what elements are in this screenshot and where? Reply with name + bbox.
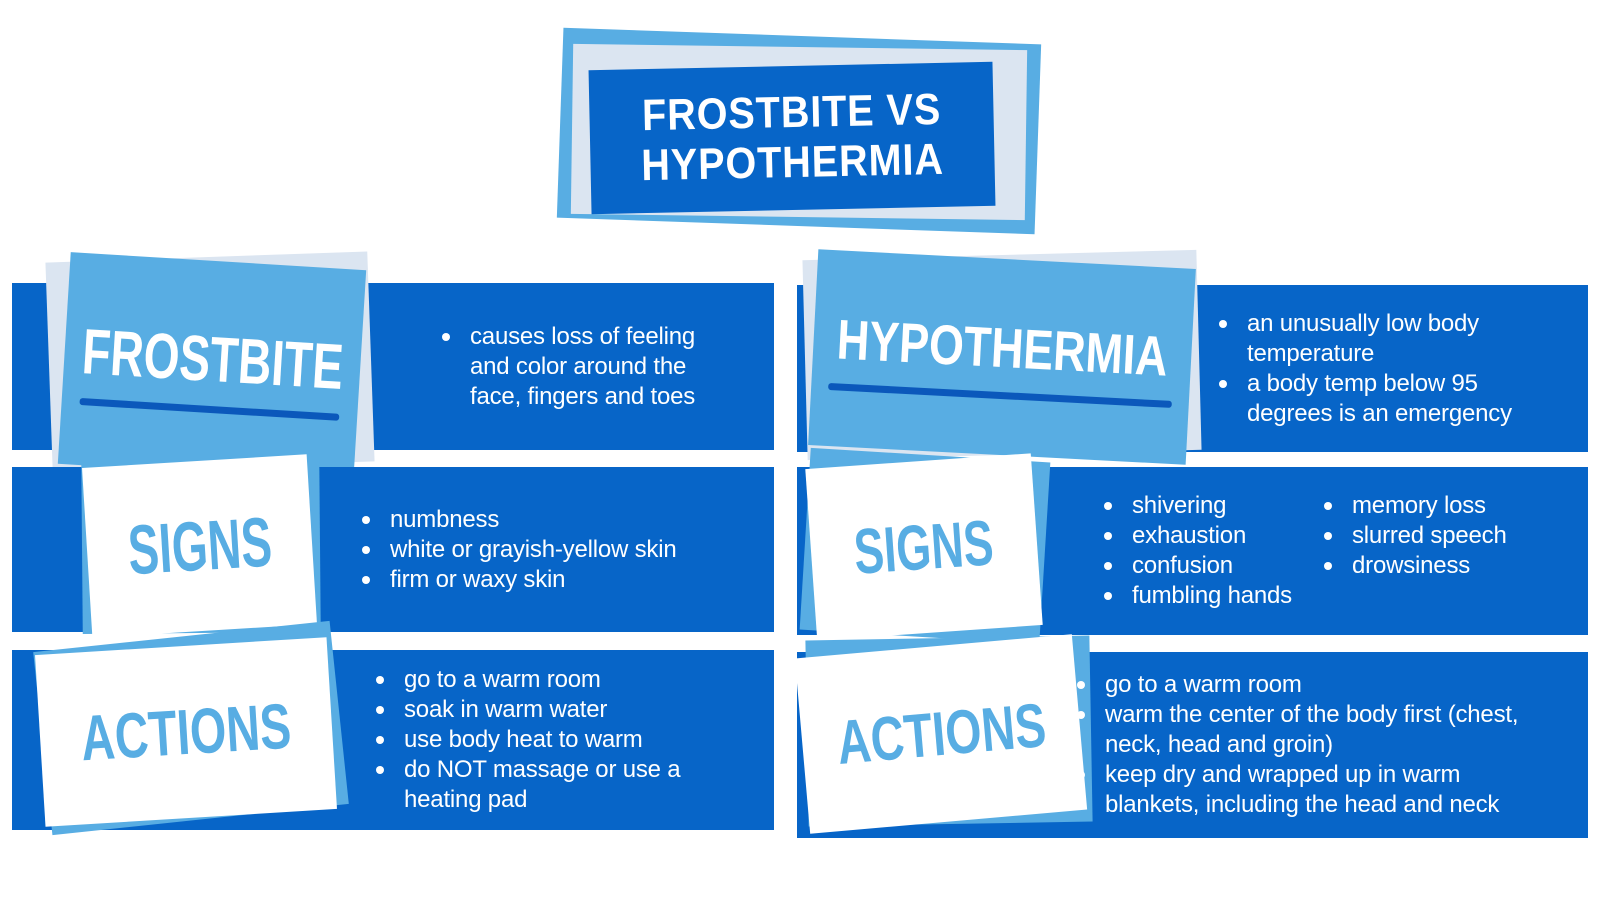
hypothermia-label-underline — [828, 382, 1172, 408]
bullet-item: confusion — [1102, 551, 1322, 581]
bullet-item: warm the center of the body first (chest… — [1075, 700, 1520, 760]
frostbite-actions-box: ACTIONS — [35, 637, 337, 827]
frostbite-header-row: FROSTBITE causes loss of feeling and col… — [12, 251, 774, 482]
hypothermia-header-row: HYPOTHERMIA an unusually low body temper… — [797, 249, 1588, 465]
bullet-item: go to a warm room — [1075, 670, 1520, 700]
hypothermia-label: HYPOTHERMIA — [835, 307, 1170, 388]
hypothermia-signs-box: SIGNS — [805, 453, 1043, 641]
bullet-item: white or grayish-yellow skin — [360, 535, 677, 565]
bullet-item: a body temp below 95 degrees is an emerg… — [1217, 369, 1517, 429]
hypothermia-actions-label: ACTIONS — [833, 690, 1049, 778]
bullet-item: exhaustion — [1102, 521, 1322, 551]
frostbite-label: FROSTBITE — [80, 314, 346, 403]
hypothermia-actions-box: ACTIONS — [794, 634, 1088, 834]
bullet-item: firm or waxy skin — [360, 565, 677, 595]
bullet-item: memory loss — [1322, 491, 1567, 521]
title-line-2: HYPOTHERMIA — [640, 134, 945, 191]
hypothermia-label-box: HYPOTHERMIA — [808, 249, 1196, 465]
frostbite-header-content: causes loss of feeling and color around … — [440, 283, 725, 450]
bullet-item: drowsiness — [1322, 551, 1567, 581]
bullet-item: soak in warm water — [374, 695, 704, 725]
bullet-item: slurred speech — [1322, 521, 1567, 551]
bullet-item: causes loss of feeling and color around … — [440, 322, 725, 412]
frostbite-header-bullets: causes loss of feeling and color around … — [440, 322, 725, 412]
frostbite-signs-label: SIGNS — [125, 502, 274, 590]
frostbite-signs-box: SIGNS — [82, 454, 317, 638]
bullet-item: do NOT massage or use a heating pad — [374, 755, 704, 815]
title-box: FROSTBITE VS HYPOTHERMIA — [588, 61, 996, 215]
bullet-item: go to a warm room — [374, 665, 704, 695]
bullet-item: keep dry and wrapped up in warm blankets… — [1075, 760, 1520, 820]
bullet-item: shivering — [1102, 491, 1322, 521]
bullet-item: use body heat to warm — [374, 725, 704, 755]
title-banner: FROSTBITE VS HYPOTHERMIA — [556, 27, 1042, 235]
hypothermia-signs-label: SIGNS — [851, 506, 997, 588]
bullet-item: an unusually low body temperature — [1217, 309, 1517, 369]
frostbite-actions-label: ACTIONS — [78, 689, 294, 775]
bullet-item: numbness — [360, 505, 677, 535]
bullet-item: fumbling hands — [1102, 581, 1322, 611]
title-line-1: FROSTBITE VS — [641, 84, 942, 140]
frostbite-label-box: FROSTBITE — [57, 252, 367, 482]
